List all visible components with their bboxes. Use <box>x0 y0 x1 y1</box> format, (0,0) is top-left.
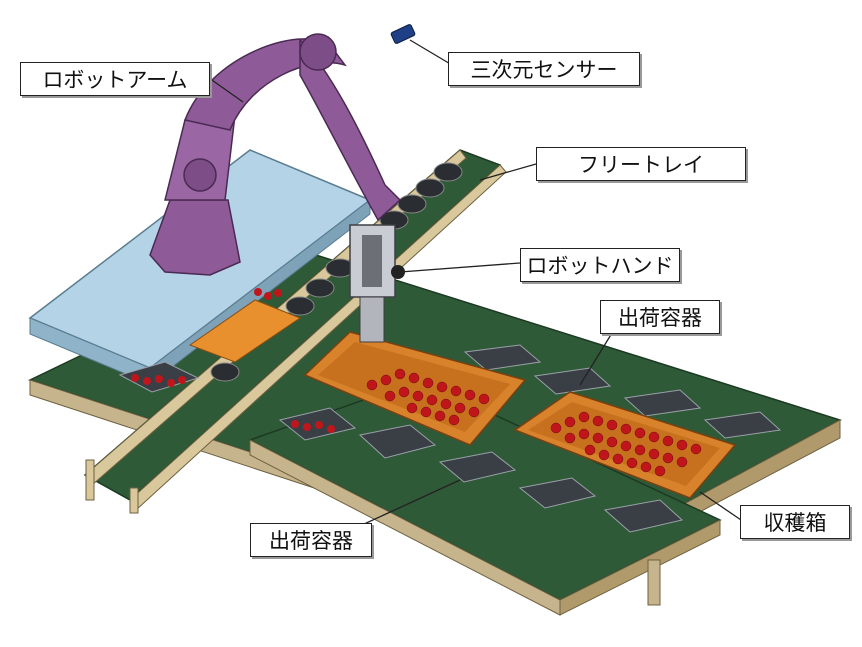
label-3d-sensor: 三次元センサー <box>448 52 640 86</box>
label-shipping-container-top: 出荷容器 <box>600 300 720 334</box>
label-shipping-container-bottom: 出荷容器 <box>250 523 372 557</box>
tomatoes-box2 <box>550 411 702 477</box>
sensor-3d <box>390 24 416 44</box>
label-robot-hand: ロボットハンド <box>520 248 680 282</box>
free-trays <box>210 162 463 382</box>
tomatoes-small <box>131 288 335 433</box>
robot-hand <box>349 224 405 343</box>
tomatoes-box1 <box>366 368 490 426</box>
label-harvest-box: 収穫箱 <box>740 505 850 539</box>
robot-arm <box>149 33 402 276</box>
leader-lines <box>208 39 745 526</box>
label-free-tray: フリートレイ <box>536 147 746 181</box>
shipping-containers <box>118 344 782 533</box>
label-robot-arm: ロボットアーム <box>20 62 210 96</box>
